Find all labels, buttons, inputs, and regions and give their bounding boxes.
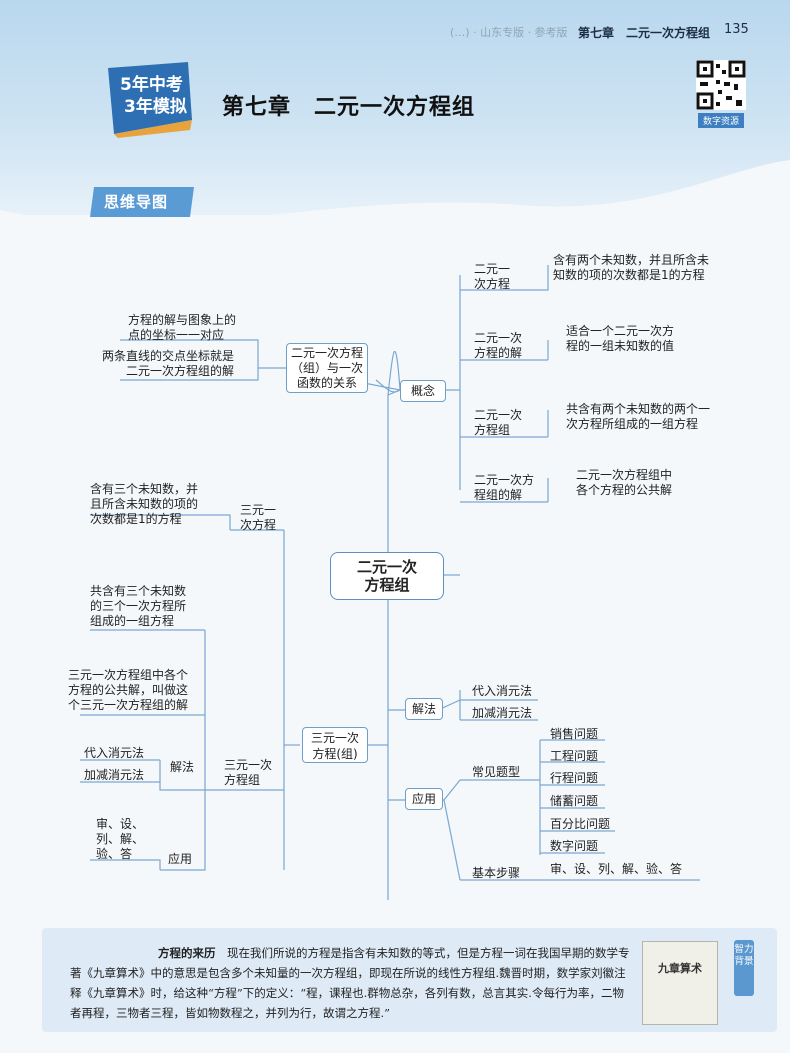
concept-def-4: 二元一次方程组中各个方程的公共解 — [576, 468, 673, 497]
story-text: 现在我们所说的方程是指含有未知数的等式，但是方程一词在我国早期的数学专著《九章算… — [70, 946, 630, 1020]
concept-term-2: 二元一次方程的解 — [474, 331, 523, 360]
three-group-apply-label: 应用 — [168, 852, 193, 866]
function-relation-node[interactable]: 二元一次方程 （组）与一次 函数的关系 — [286, 343, 368, 393]
apply-common-4: 储蓄问题 — [550, 794, 599, 808]
header-chapter: 第七章 — [578, 26, 615, 40]
three-group-def: 共含有三个未知数的三个一次方程所组成的一组方程 — [90, 584, 187, 628]
solve-node[interactable]: 解法 — [405, 698, 443, 720]
three-group-solve-label: 解法 — [170, 760, 195, 774]
mindmap-center-node[interactable]: 二元一次 方程组 — [330, 552, 444, 600]
concept-def-3: 共含有两个未知数的两个一次方程所组成的一组方程 — [566, 402, 711, 431]
page-number: 135 — [724, 22, 749, 37]
apply-common-2: 工程问题 — [550, 749, 599, 763]
apply-common-label: 常见题型 — [472, 765, 521, 779]
side-tag: 智力背景 — [734, 940, 754, 996]
section-tag: 思维导图 — [104, 193, 169, 211]
apply-node[interactable]: 应用 — [405, 788, 443, 810]
center-line1: 二元一次 — [356, 558, 417, 576]
three-element-node[interactable]: 三元一次方程(组) — [302, 727, 368, 763]
story-body: 方程的来历 现在我们所说的方程是指含有未知数的等式，但是方程一词在我国早期的数学… — [70, 943, 630, 1023]
three-group-solution: 三元一次方程组中各个方程的公共解，叫做这个三元一次方程组的解 — [68, 668, 189, 712]
apply-common-6: 数字问题 — [550, 839, 599, 853]
book-image — [642, 941, 718, 1025]
story-heading: 方程的来历 — [158, 946, 216, 960]
three-eq-label: 三元一次方程 — [240, 503, 277, 532]
header-title: 二元一次方程组 — [626, 26, 711, 40]
concept-node[interactable]: 概念 — [400, 380, 446, 402]
logo-line1: 5年中考 — [120, 74, 183, 95]
mindmap-connectors — [80, 265, 700, 900]
header-faded-text: (…) · 山东专版 · 参考版 — [450, 26, 568, 39]
three-group-label: 三元一次方程组 — [224, 758, 273, 787]
header-wave — [0, 160, 790, 270]
concept-term-4: 二元一次方程组的解 — [474, 473, 535, 502]
three-group-apply-items: 审、设、列、解、验、答 — [96, 817, 145, 861]
apply-steps-label: 基本步骤 — [472, 866, 521, 880]
function-item-1: 方程的解与图象上的点的坐标一一对应 — [128, 313, 237, 342]
concept-term-1: 二元一次方程 — [474, 262, 511, 291]
three-group-solve-2: 加减消元法 — [84, 768, 145, 782]
apply-common-1: 销售问题 — [550, 727, 599, 741]
concept-term-3: 二元一次方程组 — [474, 408, 523, 437]
chapter-title: 第七章 二元一次方程组 — [222, 95, 476, 120]
logo-line2: 3年模拟 — [124, 96, 187, 117]
solve-item-1: 代入消元法 — [472, 684, 533, 698]
apply-steps-value: 审、设、列、解、验、答 — [550, 862, 683, 876]
concept-label: 概念 — [410, 384, 435, 398]
three-eq-def: 含有三个未知数，并且所含未知数的项的次数都是1的方程 — [90, 482, 199, 526]
logo: 5年中考 3年模拟 — [108, 62, 192, 138]
apply-common-5: 百分比问题 — [550, 817, 611, 831]
function-item-2: 两条直线的交点坐标就是二元一次方程组的解 — [102, 349, 235, 378]
center-line2: 方程组 — [364, 576, 410, 594]
qr-code-icon[interactable] — [696, 60, 746, 110]
qr-label: 数字资源 — [698, 113, 744, 128]
concept-def-2: 适合一个二元一次方程的一组未知数的值 — [566, 324, 675, 353]
book-title: 九章算术 — [658, 962, 702, 975]
concept-def-1: 含有两个未知数，并且所含未知数的项的次数都是1的方程 — [553, 253, 710, 282]
solve-item-2: 加减消元法 — [472, 706, 533, 720]
section-tag-shape — [90, 187, 194, 217]
apply-common-3: 行程问题 — [550, 771, 599, 785]
three-group-solve-1: 代入消元法 — [84, 746, 145, 760]
